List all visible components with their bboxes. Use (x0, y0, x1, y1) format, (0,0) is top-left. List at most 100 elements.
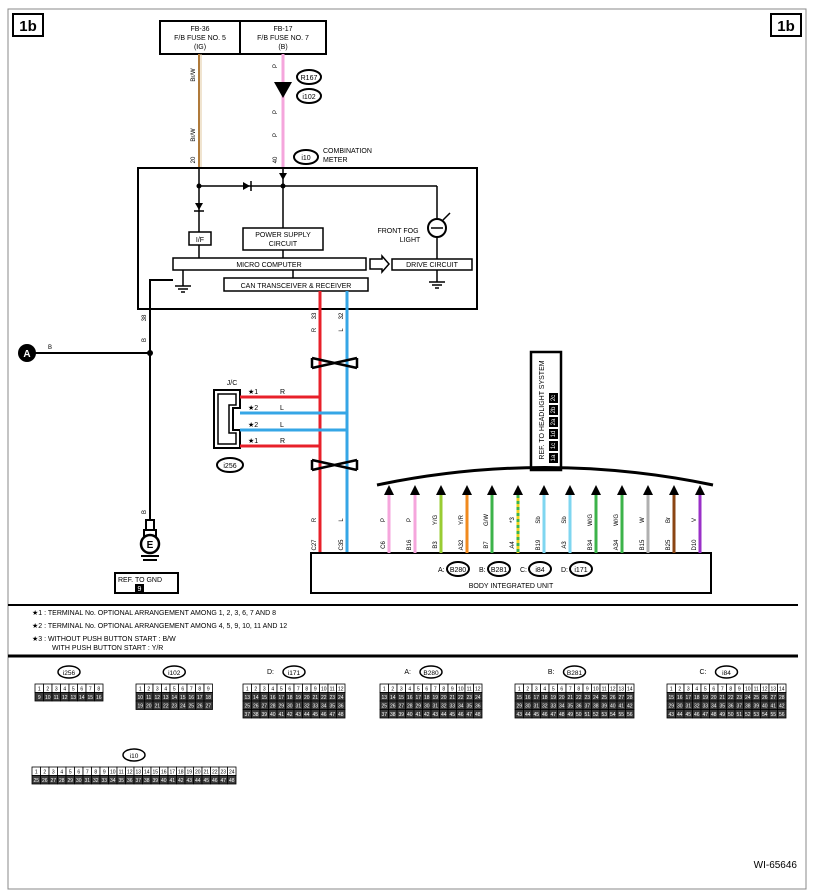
connector-pin-number: 6 (560, 687, 563, 693)
connector-pin-number: 32 (441, 704, 447, 710)
connector-pin-number: 1 (246, 687, 249, 693)
connector-pin-number: 9 (586, 687, 589, 693)
connector-pin-number: 5 (417, 687, 420, 693)
biu-wire-color: L (339, 518, 345, 522)
connector-pin-number: 3 (263, 687, 266, 693)
connector-pin-number: 44 (441, 712, 447, 718)
if-box (188, 231, 212, 246)
connector-pin-number: 30 (677, 704, 683, 710)
connector-pin-number: 16 (677, 695, 683, 701)
connector-pin-number: 45 (312, 712, 318, 718)
connector-pin-number: 25 (381, 704, 387, 710)
tag-left-box (12, 13, 44, 37)
connector-pin-number: 6 (77, 770, 80, 776)
pin-33: 33 (312, 312, 318, 319)
connector-pin-number: 43 (432, 712, 438, 718)
connector-pin-number: 41 (770, 704, 776, 710)
biu-wire-pin: C6 (381, 541, 387, 549)
connector-pin-number: 27 (398, 704, 404, 710)
connector-pin-number: 24 (180, 704, 186, 710)
biu-wire-pin: B34 (588, 539, 594, 550)
connector-pin-number: 32 (694, 704, 700, 710)
diode-top (243, 182, 250, 190)
biu-bus-arc (376, 466, 714, 487)
micro-to-drive-arrow (369, 254, 390, 274)
connector-pin-number: 12 (338, 687, 344, 693)
connector-pin-number: 53 (601, 712, 607, 718)
connector-pin-number: 23 (736, 695, 742, 701)
connector-pin-number: 40 (407, 712, 413, 718)
connector-pin-number: 41 (618, 704, 624, 710)
connector-pin-number: 37 (244, 712, 250, 718)
connector-pin-number: 22 (163, 704, 169, 710)
connector-pin-number: 25 (244, 704, 250, 710)
connector-pin-number: 30 (287, 704, 293, 710)
ref-gnd-box (114, 572, 179, 594)
connector-pin-number: 8 (198, 687, 201, 693)
biu-wire-arrow-icon (462, 485, 472, 495)
headlight-num: 1c (551, 443, 557, 449)
connector-pin-number: 26 (762, 695, 768, 701)
biu-wire-arrow-icon (384, 485, 394, 495)
connector-pin-cell (203, 700, 213, 710)
connector-pin-number: 24 (338, 695, 344, 701)
connector-pin-number: 8 (97, 687, 100, 693)
biu-wire-arrow-icon (436, 485, 446, 495)
connector-pin-number: 45 (203, 778, 209, 784)
biu-wire-arrow-icon (591, 485, 601, 495)
fuse-5-sub: (IG) (194, 44, 206, 51)
connector-pin-number: 43 (186, 778, 192, 784)
connector-pin-number: 47 (220, 778, 226, 784)
connector-pin-number: 18 (287, 695, 293, 701)
fuse-box-7 (239, 20, 327, 55)
connector-pin-number: 39 (261, 712, 267, 718)
connector-pin-number: 10 (321, 687, 327, 693)
connector-pin-number: 8 (94, 770, 97, 776)
connector-face-ellipse (162, 665, 186, 679)
connector-pin-number: 17 (685, 695, 691, 701)
connector-pin-number: 34 (711, 704, 717, 710)
ref-i10 (293, 149, 319, 165)
page-code: WI-65646 (754, 860, 798, 871)
connector-pin-number: 8 (577, 687, 580, 693)
connector-pin-number: 53 (753, 712, 759, 718)
jc-row2-mark: ★2 (248, 404, 258, 412)
connector-pin-cell (227, 775, 237, 785)
connector-pin-number: 1 (383, 687, 386, 693)
connector-pin-number: 32 (542, 704, 548, 710)
biu-wire-color: V (692, 518, 698, 522)
biu-wire-color: W/G (614, 514, 620, 526)
connector-pin-number: 23 (171, 704, 177, 710)
connector-pin-number: 44 (677, 712, 683, 718)
connector-pin-number: 41 (415, 712, 421, 718)
connector-pin-number: 9 (207, 687, 210, 693)
biu-conn-prefix: C: (520, 567, 527, 574)
connector-pin-number: 24 (475, 695, 481, 701)
if-label: I/F (196, 237, 204, 244)
connector-pin-number: 49 (567, 712, 573, 718)
connector-pin-number: 31 (84, 778, 90, 784)
jc-row2-color: L (280, 405, 284, 412)
connector-pin-number: 31 (685, 704, 691, 710)
wire-p-label2: P (273, 110, 279, 114)
biu-wire-color: P (407, 518, 413, 522)
connector-pin-number: 38 (593, 704, 599, 710)
wire-33-color: R (312, 327, 318, 332)
connector-face-name: i10 (130, 753, 139, 760)
connector-pin-number: 1 (38, 687, 41, 693)
connector-pin-number: 40 (610, 704, 616, 710)
connector-pin-number: 46 (542, 712, 548, 718)
biu-wire-pin: B16 (407, 539, 413, 550)
connector-pin-number: 19 (137, 704, 143, 710)
wire-gnd-color: B (142, 510, 148, 514)
can-box (223, 277, 369, 292)
biu-conn-name: B281 (491, 567, 507, 574)
biu-wire-pin: B3 (433, 541, 439, 549)
fuse-5-name: F/B FUSE NO. 5 (174, 35, 226, 42)
biu-wire-pin: A34 (614, 539, 620, 550)
micro-label: MICRO COMPUTER (236, 262, 301, 269)
connector-pin-number: 26 (253, 704, 259, 710)
connector-pin-number: 51 (736, 712, 742, 718)
